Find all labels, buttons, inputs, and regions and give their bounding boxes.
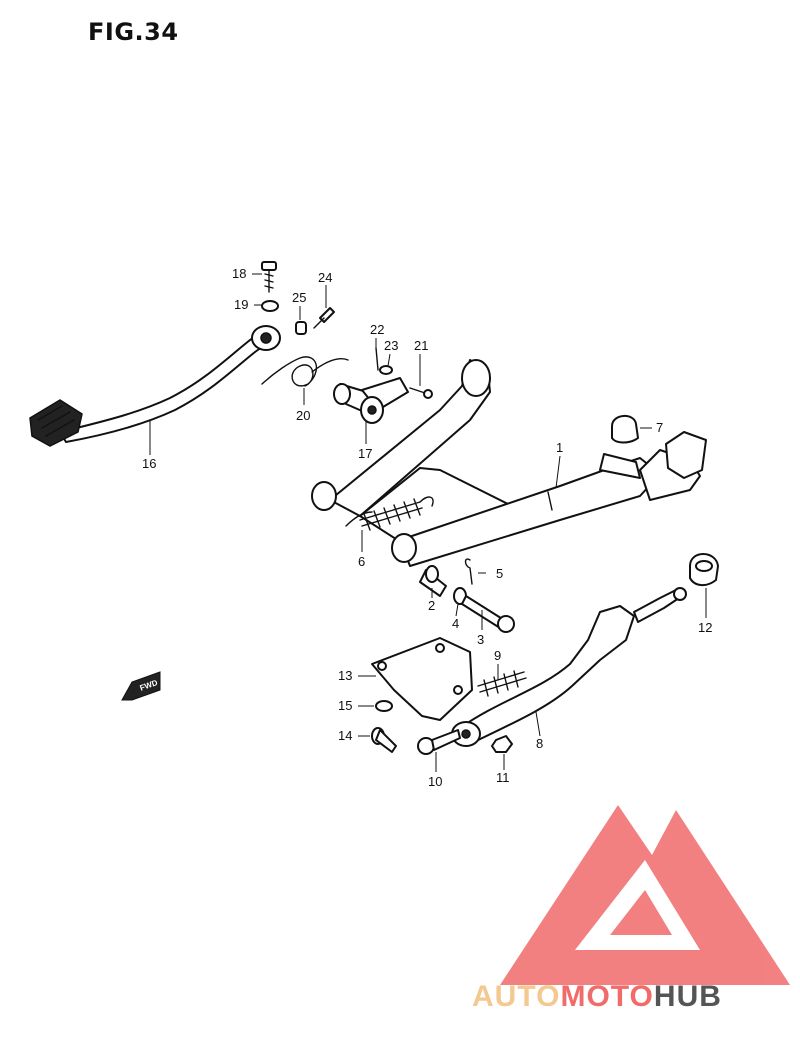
part-10-bolt bbox=[417, 729, 461, 755]
callout-20: 20 bbox=[296, 408, 310, 423]
callout-16: 16 bbox=[142, 456, 156, 471]
fwd-arrow-marker: FWD bbox=[121, 671, 161, 701]
watermark-auto: AUTO bbox=[472, 980, 560, 1013]
part-24-bolt bbox=[313, 307, 335, 329]
part-18-bolt bbox=[261, 261, 277, 293]
part-16-brake-pedal bbox=[29, 325, 281, 447]
callout-12: 12 bbox=[698, 620, 712, 635]
callout-19: 19 bbox=[234, 297, 248, 312]
part-25-clip bbox=[295, 321, 307, 335]
part-12-rubber bbox=[689, 553, 719, 586]
part-20-return-spring bbox=[261, 356, 349, 387]
watermark-logo bbox=[500, 805, 790, 985]
callout-1: 1 bbox=[556, 440, 563, 455]
watermark-text: AUTOMOTOHUB bbox=[472, 980, 722, 1013]
part-11-nut bbox=[491, 735, 513, 753]
callout-11: 11 bbox=[496, 770, 510, 785]
part-17-shaft bbox=[333, 377, 409, 424]
part-15-washer bbox=[375, 700, 393, 712]
callout-17: 17 bbox=[358, 446, 372, 461]
callout-7: 7 bbox=[656, 420, 663, 435]
part-22-pin bbox=[375, 347, 379, 371]
part-9-side-stand-spring bbox=[477, 670, 527, 697]
part-1-center-stand bbox=[311, 359, 707, 567]
callout-22: 22 bbox=[370, 322, 384, 337]
callout-25: 25 bbox=[292, 290, 306, 305]
part-2-collar bbox=[419, 565, 447, 597]
callout-10: 10 bbox=[428, 774, 442, 789]
watermark-inner-mark bbox=[610, 890, 672, 935]
callout-numbers: 1 2 3 4 5 6 7 8 9 10 11 12 13 14 15 16 1… bbox=[142, 266, 712, 789]
callout-13: 13 bbox=[338, 668, 352, 683]
callout-14: 14 bbox=[338, 728, 352, 743]
watermark-moto: MOTO bbox=[560, 980, 653, 1013]
part-23-washer bbox=[379, 365, 393, 375]
part-3-pivot-bolt bbox=[461, 595, 515, 633]
watermark-hub: HUB bbox=[654, 980, 722, 1013]
figure-title: FIG.34 bbox=[88, 18, 179, 46]
callout-24: 24 bbox=[318, 270, 332, 285]
part-7-stopper bbox=[611, 415, 639, 444]
callout-18: 18 bbox=[232, 266, 246, 281]
pedal-pad bbox=[29, 399, 83, 447]
callout-21: 21 bbox=[414, 338, 428, 353]
callout-5: 5 bbox=[496, 566, 503, 581]
callout-9: 9 bbox=[494, 648, 501, 663]
part-14-bolt bbox=[371, 727, 397, 753]
callout-4: 4 bbox=[452, 616, 459, 631]
part-19-nut bbox=[261, 300, 279, 312]
leader-lines bbox=[149, 273, 707, 772]
callout-8: 8 bbox=[536, 736, 543, 751]
part-6-stand-spring bbox=[345, 496, 434, 531]
callout-6: 6 bbox=[358, 554, 365, 569]
part-13-bracket bbox=[371, 637, 473, 721]
callout-15: 15 bbox=[338, 698, 352, 713]
part-5-cotter-pin bbox=[464, 558, 473, 585]
part-21-bolt bbox=[409, 387, 433, 399]
callout-2: 2 bbox=[428, 598, 435, 613]
callout-3: 3 bbox=[477, 632, 484, 647]
callout-23: 23 bbox=[384, 338, 398, 353]
